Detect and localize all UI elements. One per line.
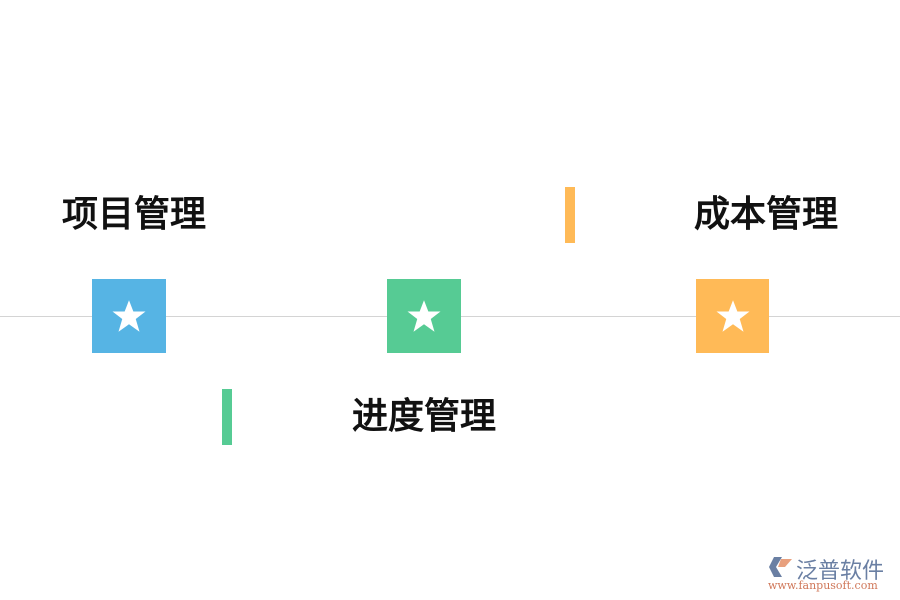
label-cost-management: 成本管理 — [694, 194, 839, 235]
star-icon — [112, 300, 146, 332]
node-project-management — [92, 279, 166, 353]
watermark-logo: 泛普软件 www.fanpusoft.com — [768, 553, 893, 593]
accent-bar-schedule — [222, 389, 232, 445]
node-cost-management — [696, 279, 769, 353]
star-icon — [407, 300, 441, 332]
label-schedule-management: 进度管理 — [352, 396, 497, 437]
accent-bar-cost — [565, 187, 575, 243]
star-icon — [716, 300, 749, 332]
watermark-url: www.fanpusoft.com — [768, 579, 878, 592]
fanpu-logo-icon — [769, 557, 792, 577]
node-schedule-management — [387, 279, 461, 353]
watermark-brand: 泛普软件 — [796, 559, 885, 584]
label-project-management: 项目管理 — [62, 194, 207, 235]
